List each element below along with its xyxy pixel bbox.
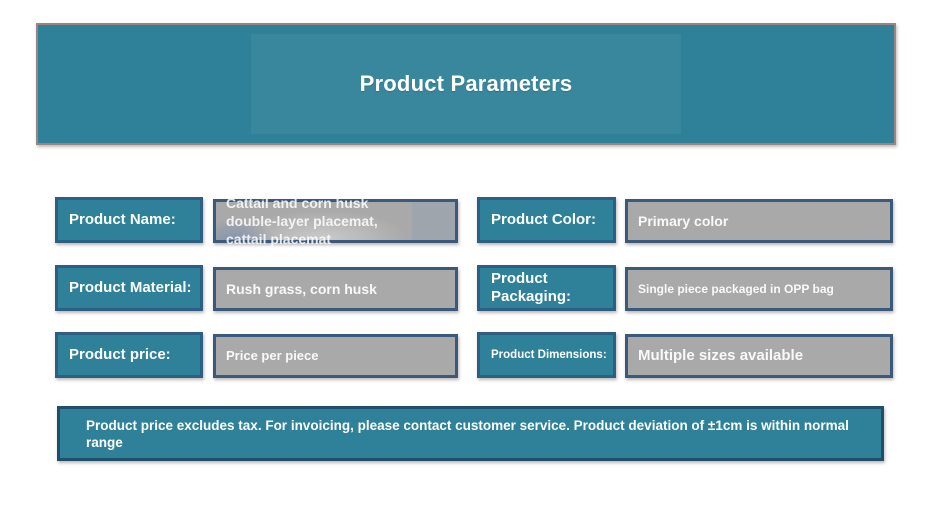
value-product-price: Price per piece bbox=[213, 334, 458, 378]
value-product-name: Cattail and corn husk double-layer place… bbox=[213, 195, 458, 247]
value-product-color-text: Primary color bbox=[638, 213, 729, 229]
label-product-color-text: Product Color: bbox=[491, 211, 596, 228]
value-product-name-text: Cattail and corn husk double-layer place… bbox=[226, 195, 378, 247]
label-product-packaging: Product Packaging: bbox=[477, 265, 616, 311]
value-product-packaging: Single piece packaged in OPP bag bbox=[625, 267, 893, 311]
price-disclaimer-text: Product price excludes tax. For invoicin… bbox=[86, 417, 849, 450]
label-product-price: Product price: bbox=[55, 332, 203, 378]
label-product-material-text: Product Material: bbox=[69, 279, 192, 296]
value-product-dimensions-text: Multiple sizes available bbox=[638, 347, 804, 364]
value-product-material-text: Rush grass, corn husk bbox=[226, 281, 377, 297]
label-product-name-text: Product Name: bbox=[69, 211, 176, 228]
header-banner: Product Parameters bbox=[36, 23, 896, 145]
label-product-dimensions-text: Product Dimensions: bbox=[491, 349, 607, 361]
value-product-color: Primary color bbox=[625, 199, 893, 243]
label-product-color: Product Color: bbox=[477, 197, 616, 243]
value-product-dimensions: Multiple sizes available bbox=[625, 334, 893, 378]
value-product-packaging-text: Single piece packaged in OPP bag bbox=[638, 282, 834, 296]
title-glow-backdrop bbox=[251, 34, 681, 134]
label-product-dimensions: Product Dimensions: bbox=[477, 332, 616, 378]
value-product-material: Rush grass, corn husk bbox=[213, 267, 458, 311]
label-product-name: Product Name: bbox=[55, 197, 203, 243]
label-product-material: Product Material: bbox=[55, 265, 203, 311]
label-product-packaging-text: Product Packaging: bbox=[491, 270, 572, 305]
page-title: Product Parameters bbox=[359, 71, 573, 96]
label-product-price-text: Product price: bbox=[69, 346, 171, 363]
value-product-price-text: Price per piece bbox=[226, 348, 319, 363]
price-disclaimer-note: Product price excludes tax. For invoicin… bbox=[57, 406, 884, 461]
